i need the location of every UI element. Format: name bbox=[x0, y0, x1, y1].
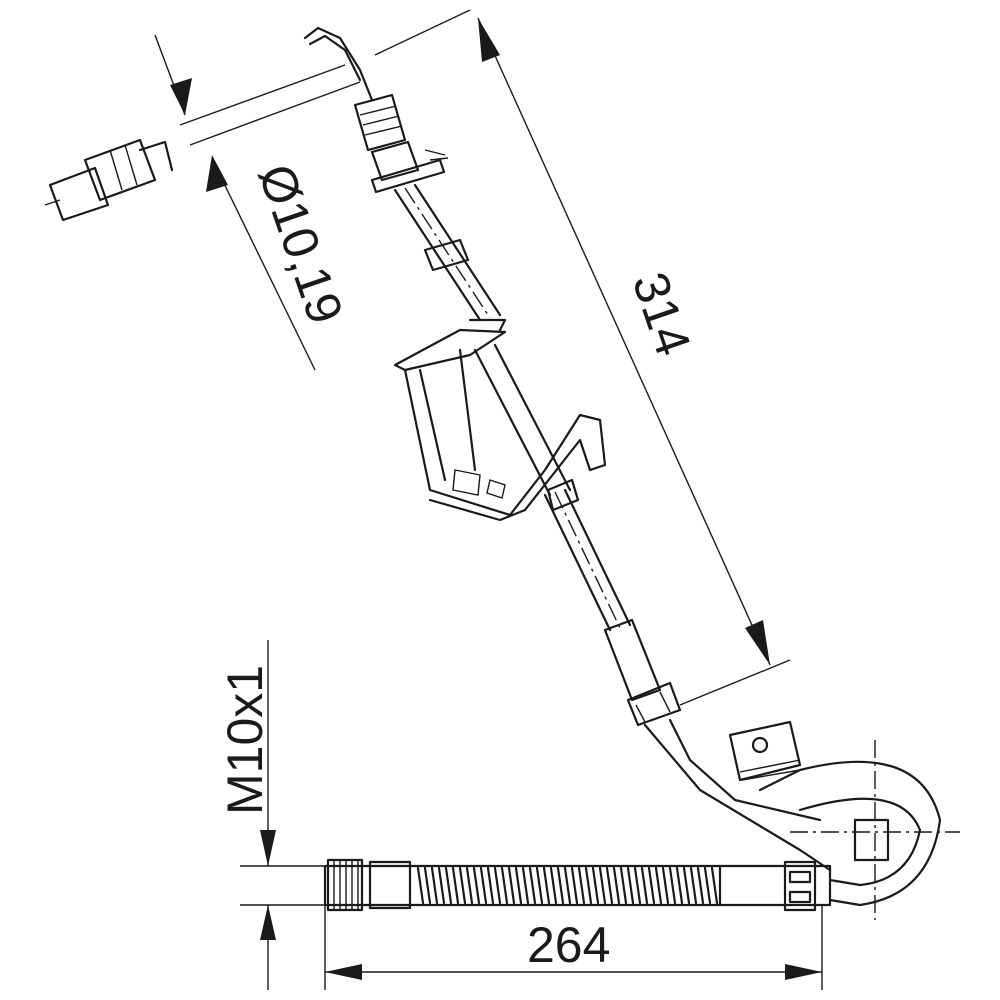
hose-coil bbox=[514, 866, 523, 905]
dimension-diameter: Ø10,19 bbox=[154, 34, 361, 371]
hose-coil bbox=[416, 866, 425, 905]
hose-coil bbox=[598, 866, 607, 905]
hose-coil bbox=[570, 866, 579, 905]
hose-coil bbox=[500, 866, 509, 905]
hose-coil bbox=[654, 866, 663, 905]
hose-coil bbox=[444, 866, 453, 905]
banjo-fitting bbox=[728, 720, 960, 920]
hose-coil bbox=[703, 866, 712, 905]
length-264-label: 264 bbox=[527, 917, 610, 973]
hose-coil bbox=[465, 866, 474, 905]
flexible-hose bbox=[323, 858, 832, 912]
hose-coil bbox=[640, 866, 649, 905]
hose-coil bbox=[528, 866, 537, 905]
hose-coil bbox=[556, 866, 565, 905]
hose-coil bbox=[675, 866, 684, 905]
hose-coil bbox=[451, 866, 460, 905]
dimension-314: 314 bbox=[374, 9, 791, 706]
hose-coil bbox=[619, 866, 628, 905]
dimension-264: 264 bbox=[324, 905, 823, 990]
hose-coil bbox=[458, 866, 467, 905]
hose-coil bbox=[605, 866, 614, 905]
hose-coil bbox=[507, 866, 516, 905]
hose-coil bbox=[486, 866, 495, 905]
hose-coil bbox=[493, 866, 502, 905]
hose-coil bbox=[647, 866, 656, 905]
hose-coil bbox=[535, 866, 544, 905]
hose-coil bbox=[710, 866, 719, 905]
hose-coil bbox=[626, 866, 635, 905]
length-314-label: 314 bbox=[622, 265, 702, 362]
hose-coil bbox=[591, 866, 600, 905]
hose-coil bbox=[584, 866, 593, 905]
hose-coil bbox=[696, 866, 705, 905]
hose-coil bbox=[689, 866, 698, 905]
upper-pipe bbox=[393, 183, 507, 332]
hose-coil bbox=[577, 866, 586, 905]
hose-coil bbox=[423, 866, 432, 905]
hose-coil bbox=[437, 866, 446, 905]
diameter-label: Ø10,19 bbox=[248, 157, 354, 330]
hose-coil bbox=[521, 866, 530, 905]
hose-coil bbox=[430, 866, 439, 905]
hose-coil bbox=[682, 866, 691, 905]
hose-coil bbox=[479, 866, 488, 905]
hose-coil bbox=[612, 866, 621, 905]
hose-coil bbox=[563, 866, 572, 905]
mounting-bracket bbox=[393, 328, 607, 522]
lower-pipe bbox=[543, 478, 832, 872]
dimension-thread: M10x1 bbox=[217, 640, 325, 990]
hose-coil bbox=[661, 866, 670, 905]
hose-coil bbox=[542, 866, 551, 905]
hose-coil bbox=[549, 866, 558, 905]
side-fitting bbox=[44, 138, 174, 222]
thread-label: M10x1 bbox=[217, 665, 273, 815]
hose-coil bbox=[633, 866, 642, 905]
hose-coil bbox=[668, 866, 677, 905]
top-fitting bbox=[303, 26, 449, 194]
hose-coil bbox=[472, 866, 481, 905]
